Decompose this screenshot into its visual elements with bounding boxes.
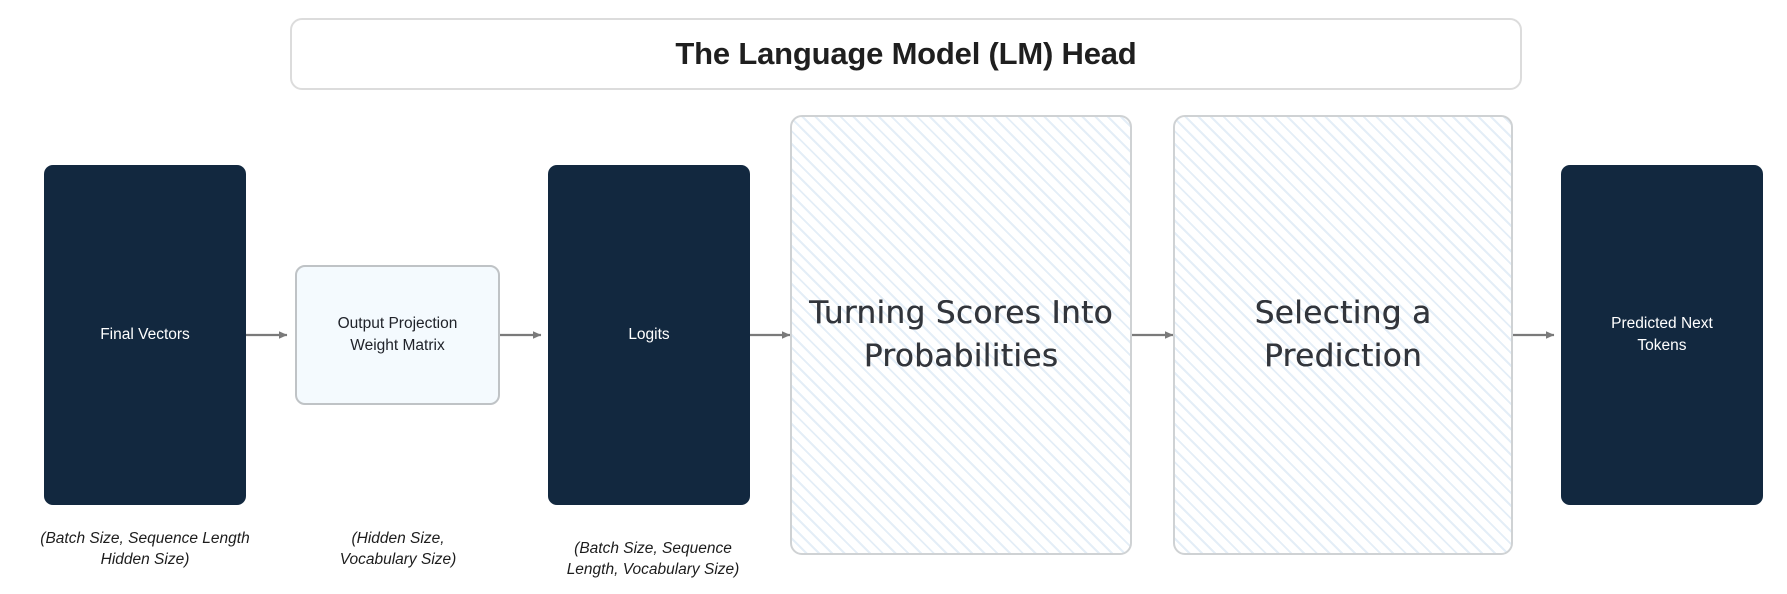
node-output-projection-weight-matrix[interactable]: Output Projection Weight Matrix [295, 265, 500, 405]
weight-matrix-line1: Output Projection [337, 315, 458, 332]
caption-weight-matrix-line2: Vocabulary Size) [339, 551, 457, 568]
subgraph-turning-scores-label: Turning Scores Into Probabilities [795, 292, 1127, 378]
page-title: The Language Model (LM) Head [675, 36, 1137, 71]
node-logits-label: Logits [628, 326, 670, 343]
predicted-tokens-line2: Tokens [1637, 337, 1687, 354]
node-final-vectors-label: Final Vectors [100, 326, 190, 343]
node-output-projection-weight-matrix-label: Output Projection Weight Matrix [330, 313, 466, 357]
node-logits[interactable]: Logits [548, 165, 750, 505]
caption-final-vectors-line1: (Batch Size, Sequence Length [40, 530, 250, 547]
caption-logits: (Batch Size, Sequence Length, Vocabulary… [528, 538, 778, 580]
weight-matrix-line2: Weight Matrix [350, 337, 445, 354]
caption-logits-line1: (Batch Size, Sequence [574, 540, 732, 557]
subgraph-selecting-prediction-label: Selecting a Prediction [1241, 292, 1446, 378]
node-predicted-next-tokens-label: Predicted Next Tokens [1601, 313, 1723, 357]
caption-weight-matrix-line1: (Hidden Size, [351, 530, 445, 547]
diagram-title-banner: The Language Model (LM) Head [290, 18, 1522, 90]
predicted-tokens-line1: Predicted Next [1611, 315, 1713, 332]
caption-logits-line2: Length, Vocabulary Size) [566, 561, 740, 578]
caption-final-vectors-line2: Hidden Size) [100, 551, 190, 568]
subgraph2-line1: Selecting a [1254, 295, 1432, 331]
subgraph1-line2: Probabilities [863, 338, 1059, 374]
caption-weight-matrix: (Hidden Size, Vocabulary Size) [283, 528, 513, 570]
subgraph2-line2: Prediction [1263, 338, 1422, 374]
caption-final-vectors: (Batch Size, Sequence Length Hidden Size… [10, 528, 280, 570]
subgraph-turning-scores-into-probabilities[interactable]: Turning Scores Into Probabilities [790, 115, 1132, 555]
subgraph1-line1: Turning Scores Into [809, 295, 1113, 331]
node-final-vectors[interactable]: Final Vectors [44, 165, 246, 505]
node-predicted-next-tokens[interactable]: Predicted Next Tokens [1561, 165, 1763, 505]
subgraph-selecting-a-prediction[interactable]: Selecting a Prediction [1173, 115, 1513, 555]
